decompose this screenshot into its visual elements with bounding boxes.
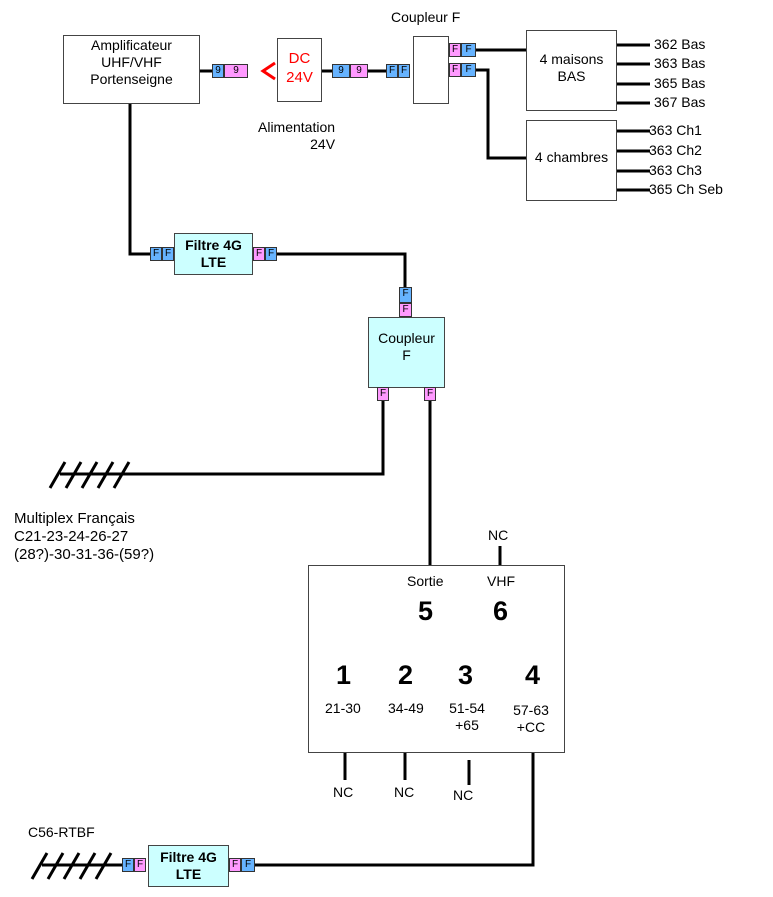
connector-f: F [162, 247, 174, 261]
connector-f: F [377, 387, 389, 401]
maisons-output: 363 Bas [654, 55, 706, 71]
nc-top: NC [488, 527, 509, 543]
alimentation-label: Alimentation 24V [258, 119, 336, 152]
port-3: 3 [458, 660, 474, 690]
coupler-top-box [413, 36, 449, 104]
connector-f: F [461, 63, 476, 77]
wire-filter-to-coupler [277, 252, 407, 287]
connector-9-blue: 9 [212, 64, 224, 78]
dc-arrow-icon [260, 61, 276, 81]
connector-f: F [122, 858, 134, 872]
wire-coupler-to-antenna [118, 400, 385, 476]
connector-f: F [134, 858, 146, 872]
connector-f: F [424, 387, 436, 401]
dc-24v-box: DC 24V [277, 38, 322, 102]
sortie-label: Sortie [407, 573, 444, 589]
maisons-output: 362 Bas [654, 36, 706, 52]
maisons-output: 367 Bas [654, 94, 706, 110]
coupler-middle: Coupleur F [368, 317, 445, 388]
port-4: 4 [525, 660, 541, 690]
filter-4g-bottom: Filtre 4G LTE [148, 845, 229, 887]
wire-port4-to-filter [255, 752, 535, 867]
port-range: 34-49 [388, 700, 424, 716]
chambres-output: 363 Ch1 [649, 122, 702, 138]
connector-f: F [241, 858, 255, 872]
coupler-top-label: Coupleur F [391, 9, 461, 25]
port-2: 2 [398, 660, 414, 690]
connector-f: F [399, 303, 412, 317]
connector-9-pink-2: 9 [350, 64, 368, 78]
connector-f: F [265, 247, 277, 261]
connector-9-blue-2: 9 [332, 64, 350, 78]
port-1: 1 [336, 660, 352, 690]
maisons-box: 4 maisons BAS [526, 30, 617, 111]
vhf-label: VHF [487, 573, 515, 589]
port-range: 21-30 [325, 700, 361, 716]
multiplex-label: Multiplex Français C21-23-24-26-27 (28?)… [14, 510, 155, 563]
connector-f: F [461, 43, 476, 57]
wire-amp-to-filter [128, 104, 150, 256]
maisons-output: 365 Bas [654, 75, 706, 91]
connector-f: F [449, 43, 461, 57]
chambres-output: 363 Ch2 [649, 142, 702, 158]
port-range: 51-54 +65 [449, 700, 485, 733]
chambres-box: 4 chambres [526, 120, 617, 201]
combiner-box [308, 565, 565, 753]
connector-f: F [449, 63, 461, 77]
port-6: 6 [493, 596, 509, 626]
connector-f: F [229, 858, 241, 872]
connector-f: F [150, 247, 162, 261]
nc-bottom: NC [453, 787, 474, 803]
nc-bottom: NC [394, 784, 415, 800]
connector-f: F [399, 287, 412, 303]
c56-label: C56-RTBF [28, 824, 95, 840]
filter-4g-top: Filtre 4G LTE [174, 233, 253, 275]
connector-f: F [398, 64, 410, 78]
chambres-output: 363 Ch3 [649, 162, 702, 178]
port-range: 57-63 +CC [513, 702, 549, 735]
connector-9-pink: 9 [224, 64, 248, 78]
wire-coupler-to-chambres [476, 68, 526, 160]
connector-f: F [386, 64, 398, 78]
port-5: 5 [418, 596, 434, 626]
chambres-output: 365 Ch Seb [649, 181, 723, 197]
connector-f: F [253, 247, 265, 261]
nc-bottom: NC [333, 784, 354, 800]
amplifier-box: Amplificateur UHF/VHF Portenseigne [63, 35, 200, 104]
